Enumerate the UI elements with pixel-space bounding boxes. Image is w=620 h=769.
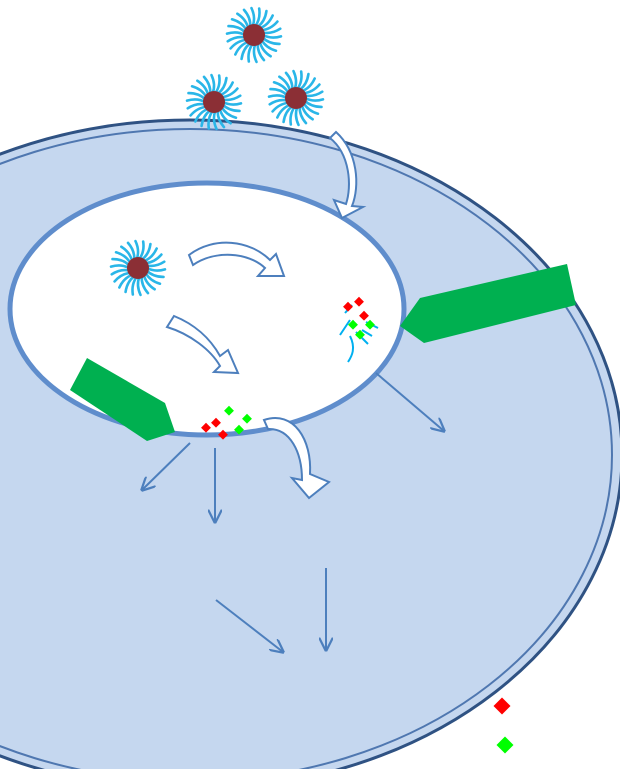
micelle-top xyxy=(225,6,283,64)
arrow-right-down xyxy=(375,372,444,431)
micelles-group xyxy=(109,6,325,297)
curved-arrows xyxy=(165,130,367,500)
micelle-left xyxy=(185,73,243,131)
red-fragment xyxy=(354,296,364,307)
curved-arrow-middle xyxy=(165,314,240,375)
red-fragment xyxy=(201,422,211,433)
micelle-tail xyxy=(213,74,221,95)
green-fragment xyxy=(365,319,375,330)
micelle-tail xyxy=(221,100,243,106)
fragments-left xyxy=(201,405,252,440)
micelle-tail xyxy=(267,94,289,100)
micelle-inside xyxy=(109,239,167,297)
green-fragment xyxy=(234,424,244,435)
green-fragment xyxy=(348,319,358,330)
micelle-tail xyxy=(295,70,303,91)
micelle-core xyxy=(127,257,149,279)
micelle-tail xyxy=(253,7,261,28)
micelle-tail xyxy=(225,31,247,37)
micelle-core xyxy=(243,24,265,46)
release-arrows xyxy=(142,372,444,652)
arrow-diag-bottom xyxy=(215,599,283,652)
curved-arrow-top xyxy=(187,241,286,277)
red-fragment xyxy=(218,429,228,440)
micelle-core xyxy=(203,91,225,113)
enzyme-left xyxy=(70,358,175,441)
legend-green-diamond xyxy=(496,736,514,754)
micelle-tail xyxy=(303,96,325,102)
red-fragment xyxy=(211,417,221,428)
curved-arrow-exit xyxy=(262,417,331,500)
green-fragment xyxy=(242,413,252,424)
micelle-tail xyxy=(294,105,300,127)
micelle-core xyxy=(285,87,307,109)
enzyme-right xyxy=(400,264,576,343)
micelle-tail xyxy=(289,105,297,126)
micelle-right xyxy=(267,69,325,127)
micelle-tail xyxy=(292,69,298,91)
micelle-tail xyxy=(252,42,258,64)
curved-arrow-entry xyxy=(328,130,367,220)
micelle-tail xyxy=(247,42,255,63)
fragments-right xyxy=(339,296,379,363)
green-fragment xyxy=(224,405,234,416)
micelle-tail xyxy=(210,73,216,95)
red-fragment xyxy=(359,310,369,321)
legend-red-diamond xyxy=(493,697,511,715)
arrow-left-down xyxy=(142,442,191,490)
micelle-tail xyxy=(185,98,207,104)
endosome-vesicle xyxy=(7,180,407,438)
green-fragment xyxy=(355,329,365,340)
micelle-tail xyxy=(250,6,256,28)
red-fragment xyxy=(343,301,353,312)
micelle-tail xyxy=(261,33,283,39)
